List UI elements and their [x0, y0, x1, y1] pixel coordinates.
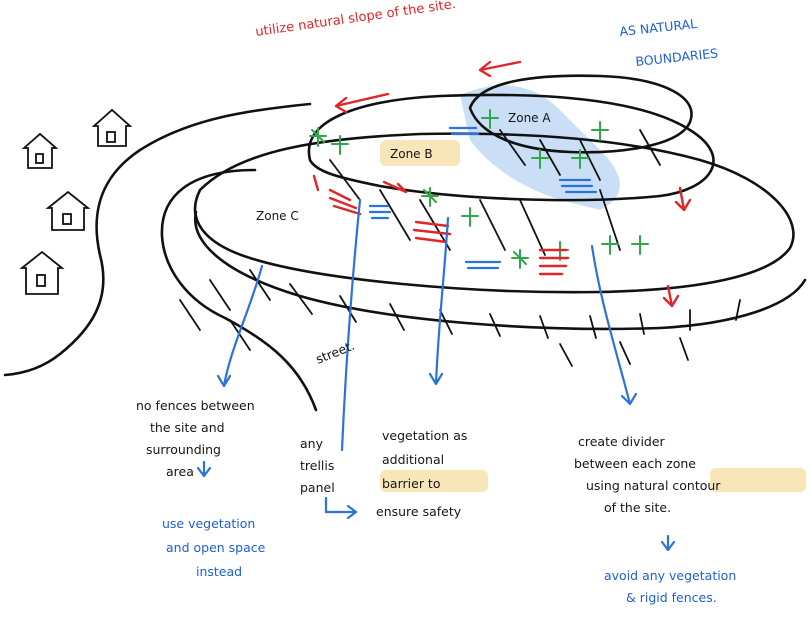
- lower-terrace-base-outline: [195, 212, 805, 329]
- fence-sub-note-line-3: instead: [196, 564, 242, 579]
- zone-b-label: Zone B: [390, 147, 433, 161]
- divider-sub-note-line-1: avoid any vegetation: [604, 568, 736, 583]
- vegetation-note-line-2: additional: [382, 452, 444, 467]
- trellis-note-line-2: trellis: [300, 458, 334, 473]
- fence-sub-note-line-2: and open space: [166, 540, 266, 555]
- fence-note-line-1: no fences between: [136, 398, 255, 413]
- slope-note: utilize natural slope of the site.: [254, 0, 456, 40]
- divider-note-line-4: of the site.: [604, 500, 671, 515]
- zone-c-label: Zone C: [256, 209, 299, 223]
- divider-note-line-1: create divider: [578, 434, 666, 449]
- vegetation-note-line-3: barrier to: [382, 476, 440, 491]
- contour-highlight: [710, 468, 806, 492]
- boundary-note-line-1: AS NATURAL: [619, 16, 698, 39]
- street-edge-inner: [162, 170, 316, 410]
- trellis-note-line-3: panel: [300, 480, 335, 495]
- divider-note-line-3: using natural contour: [586, 478, 721, 493]
- house-icon: [22, 252, 62, 294]
- street-edge-outer: [5, 104, 310, 375]
- annotation-leader-arrows: [198, 200, 674, 550]
- fence-note-line-2: the site and: [150, 420, 225, 435]
- house-icon: [94, 110, 130, 146]
- fence-note-line-3: surrounding: [146, 442, 221, 457]
- house-icon: [48, 192, 88, 230]
- boundary-note-line-2: BOUNDARIES: [635, 45, 719, 69]
- house-icon: [24, 134, 56, 168]
- zone-a-label: Zone A: [508, 111, 551, 125]
- vegetation-note-line-4: ensure safety: [376, 504, 462, 519]
- vegetation-note-line-1: vegetation as: [382, 428, 467, 443]
- red-hatch-areas: [330, 190, 568, 274]
- divider-note-line-2: between each zone: [574, 456, 696, 471]
- fence-note-line-4: area: [166, 464, 194, 479]
- street-label: street.: [314, 338, 357, 367]
- divider-sub-note-line-2: & rigid fences.: [626, 590, 717, 605]
- fence-sub-note-line-1: use vegetation: [162, 516, 255, 531]
- trellis-note-line-1: any: [300, 436, 324, 451]
